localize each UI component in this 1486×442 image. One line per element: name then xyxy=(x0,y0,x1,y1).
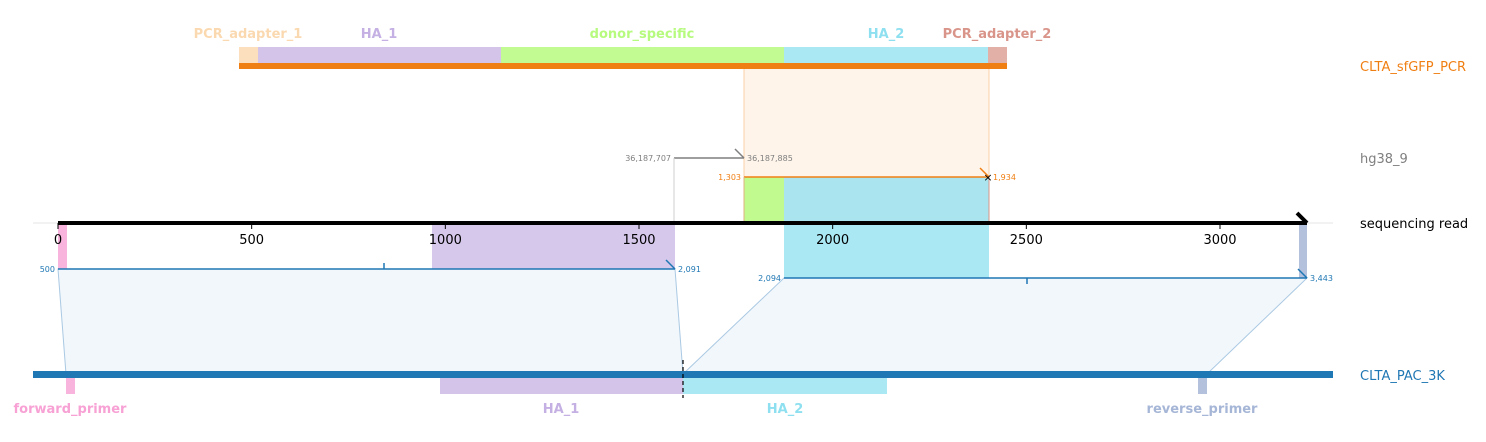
plasmid-alignment-left: 500 2,091 xyxy=(40,259,701,274)
axis-tick-label: 2000 xyxy=(816,233,849,248)
pcr-product-track xyxy=(239,47,1007,69)
pcr-feature-ha2 xyxy=(784,47,988,63)
track-label-read: sequencing read xyxy=(1360,217,1468,232)
plasmid-feature-forward-primer xyxy=(66,378,75,394)
plasmid-right-start-label: 2,094 xyxy=(758,274,781,283)
read-block-reverse-primer xyxy=(1299,222,1307,278)
pcr-label-adapter-2: PCR_adapter_2 xyxy=(943,27,1052,42)
plasmid-alignment-right: 2,094 3,443 xyxy=(758,268,1333,284)
plasmid-label-ha1: HA_1 xyxy=(543,402,580,417)
plasmid-track xyxy=(33,360,1333,398)
pcr-alignment-end-marker: × xyxy=(983,171,992,184)
pcr-backbone-bar xyxy=(239,63,1007,69)
pcr-feature-ha1 xyxy=(258,47,501,63)
pcr-start-label: 1,303 xyxy=(718,173,741,182)
axis-tick-label: 1000 xyxy=(429,233,462,248)
axis-tick-label: 500 xyxy=(239,233,264,248)
plasmid-left-end-label: 2,091 xyxy=(678,265,701,274)
read-block-donor-specific xyxy=(744,177,784,222)
pcr-feature-adapter-2 xyxy=(988,47,1007,63)
pcr-label-donor-specific: donor_specific xyxy=(590,27,695,42)
plasmid-feature-ha1 xyxy=(440,378,683,394)
pcr-feature-donor-specific xyxy=(501,47,784,63)
pcr-feature-adapter-1 xyxy=(239,47,258,63)
read-axis: 0 500 1000 1500 2000 2500 3000 xyxy=(33,211,1333,248)
plasmid-label-reverse-primer: reverse_primer xyxy=(1147,402,1259,417)
axis-ticks: 0 500 1000 1500 2000 2500 3000 xyxy=(54,223,1237,248)
ref-start-label: 36,187,707 xyxy=(625,154,671,163)
plasmid-left-start-label: 500 xyxy=(40,265,55,274)
pcr-label-adapter-1: PCR_adapter_1 xyxy=(194,27,303,42)
axis-tick-label: 1500 xyxy=(622,233,655,248)
plasmid-feature-reverse-primer xyxy=(1198,378,1207,394)
pcr-label-ha1: HA_1 xyxy=(361,27,398,42)
axis-tick-label: 0 xyxy=(54,233,62,248)
ref-alignment: 36,187,707 36,187,885 xyxy=(625,148,793,222)
plasmid-label-ha2: HA_2 xyxy=(767,402,804,417)
pcr-label-ha2: HA_2 xyxy=(868,27,905,42)
track-label-plasmid: CLTA_PAC_3K xyxy=(1360,369,1445,384)
axis-tick-label: 2500 xyxy=(1010,233,1043,248)
pcr-end-label: 1,934 xyxy=(993,173,1016,182)
read-block-ha2-lower xyxy=(784,222,989,278)
plasmid-label-forward-primer: forward_primer xyxy=(14,402,128,417)
axis-tick-label: 3000 xyxy=(1203,233,1236,248)
read-block-ha1 xyxy=(432,222,675,269)
plasmid-feature-ha2 xyxy=(683,378,887,394)
track-label-pcr: CLTA_sfGFP_PCR xyxy=(1360,60,1466,75)
track-label-ref: hg38_9 xyxy=(1360,152,1408,167)
read-block-ha2-upper xyxy=(784,177,989,222)
read-block-forward-primer xyxy=(58,222,67,269)
plasmid-left-projection-shade xyxy=(57,268,684,375)
plasmid-right-projection-shade xyxy=(681,277,1309,375)
plasmid-right-end-label: 3,443 xyxy=(1310,274,1333,283)
pcr-alignment: × 1,303 1,934 xyxy=(718,167,1016,222)
ref-end-label: 36,187,885 xyxy=(747,154,793,163)
